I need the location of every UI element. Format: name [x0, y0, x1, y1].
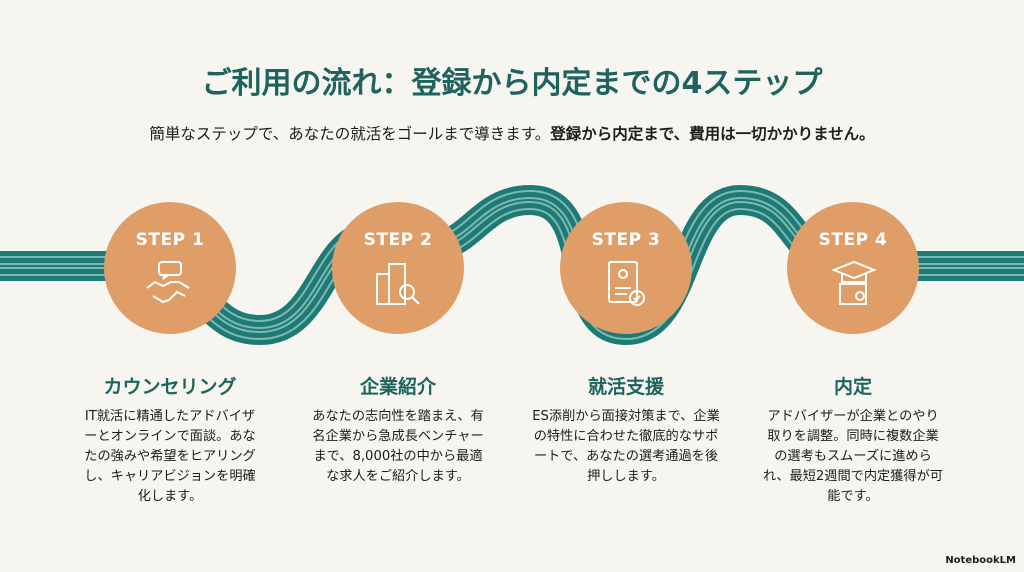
step-3-heading: 就活支援: [587, 376, 664, 398]
building-search-icon: [376, 263, 420, 305]
graduation-certificate-icon: [831, 260, 877, 305]
step-2-circle: STEP 2: [332, 202, 464, 334]
step-1-badge: STEP 1: [135, 230, 205, 250]
step-4-badge: STEP 4: [818, 230, 888, 250]
step-3-badge: STEP 3: [591, 230, 661, 250]
step-3-body: ES添削から面接対策まで、企業の特性に合わせた徹底的なサポートで、あなたの選考通…: [532, 409, 720, 484]
page-title: ご利用の流れ：登録から内定までの4ステップ: [201, 66, 823, 101]
step-1-body: IT就活に精通したアドバイザーとオンラインで面談。あなたの強みや希望をヒアリング…: [84, 409, 256, 504]
step-3-circle: STEP 3: [560, 202, 692, 334]
step-2-badge: STEP 2: [363, 230, 433, 250]
subtitle-bold: 登録から内定まで、費用は一切かかりません。: [550, 125, 875, 143]
step-1-text: カウンセリング IT就活に精通したアドバイザーとオンラインで面談。あなたの強みや希…: [70, 372, 270, 507]
subtitle-normal: 簡単なステップで、あなたの就活をゴールまで導きます。: [149, 125, 551, 143]
notebooklm-watermark: NotebookLM: [945, 555, 1016, 566]
step-1-heading: カウンセリング: [103, 376, 237, 398]
step-3-text: 就活支援 ES添削から面接対策まで、企業の特性に合わせた徹底的なサポートで、あなた…: [526, 372, 726, 487]
step-2-body: あなたの志向性を踏まえ、有名企業から急成長ベンチャーまで、8,000社の中から最…: [312, 409, 484, 484]
step-2-text: 企業紹介あなたの志向性を踏まえ、有名企業から急成長ベンチャーまで、8,000社の…: [298, 372, 498, 487]
step-4-heading: 内定: [833, 376, 872, 398]
subtitle: 簡単なステップで、あなたの就活をゴールまで導きます。登録から内定まで、費用は一切…: [0, 122, 1024, 144]
step-4-body: アドバイザーが企業とのやり取りを調整。同時に複数企業の選考もスムーズに進められ、…: [763, 409, 943, 504]
document-check-icon: [608, 261, 645, 306]
step-4-circle: STEP 4: [787, 202, 919, 334]
step-1-circle: STEP 1: [104, 202, 236, 334]
handshake-chat-icon: [146, 261, 190, 304]
step-4-text: 内定アドバイザーが企業とのやり取りを調整。同時に複数企業の選考もスムーズに進めら…: [753, 372, 953, 507]
step-2-heading: 企業紹介: [359, 376, 436, 398]
